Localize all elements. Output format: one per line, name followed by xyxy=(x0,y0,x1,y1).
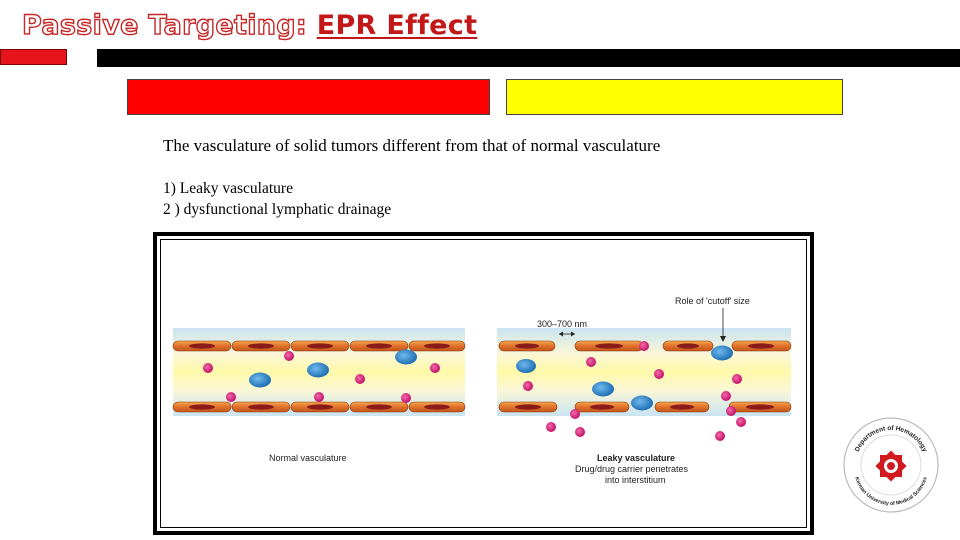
emblem-icon xyxy=(875,450,907,482)
normal-particles xyxy=(203,349,440,403)
feature-list: 1) Leaky vasculature 2 ) dysfunctional l… xyxy=(163,178,391,220)
leaky-caption: Leaky vasculature xyxy=(597,453,675,463)
cutoff-label: Role of 'cutoff' size xyxy=(675,296,750,306)
leaky-subcaption-1: Drug/drug carrier penetrates xyxy=(575,464,689,474)
yellow-banner xyxy=(506,79,843,115)
red-banner xyxy=(127,79,490,115)
leaky-top-wall xyxy=(498,340,792,352)
normal-caption: Normal vasculature xyxy=(269,453,347,463)
normal-bottom-wall xyxy=(172,401,466,413)
leaky-bottom-wall xyxy=(498,401,792,413)
figure-canvas: Normal vasculature xyxy=(157,236,810,531)
size-label: 300–700 nm xyxy=(537,319,587,329)
list-item-lymphatic: 2 ) dysfunctional lymphatic drainage xyxy=(163,201,392,218)
title-prefix: Passive Targeting: xyxy=(21,9,308,41)
list-item-leaky: 1) Leaky vasculature xyxy=(163,180,293,197)
leaky-subcaption-2: into interstitium xyxy=(605,475,666,485)
epr-figure: Normal vasculature xyxy=(153,232,814,535)
header-divider-bar xyxy=(97,49,960,67)
leaky-vessel: 300–700 nm Role of 'cutoff' size Leaky v… xyxy=(497,296,792,485)
size-annotation: 300–700 nm xyxy=(537,319,587,337)
slide-title: Passive Targeting: EPR Effect xyxy=(21,9,478,46)
vasculature-diagram: Normal vasculature xyxy=(172,296,792,485)
title-highlight: EPR Effect xyxy=(316,10,478,41)
normal-vessel: Normal vasculature xyxy=(172,328,466,463)
intro-text: The vasculature of solid tumors differen… xyxy=(163,136,661,155)
normal-top-wall xyxy=(172,340,466,352)
red-accent-block xyxy=(0,49,67,65)
cutoff-annotation: Role of 'cutoff' size xyxy=(675,296,750,342)
leaky-particles xyxy=(516,341,746,441)
department-logo: Department of Hematology Kerman Universi… xyxy=(843,417,939,513)
